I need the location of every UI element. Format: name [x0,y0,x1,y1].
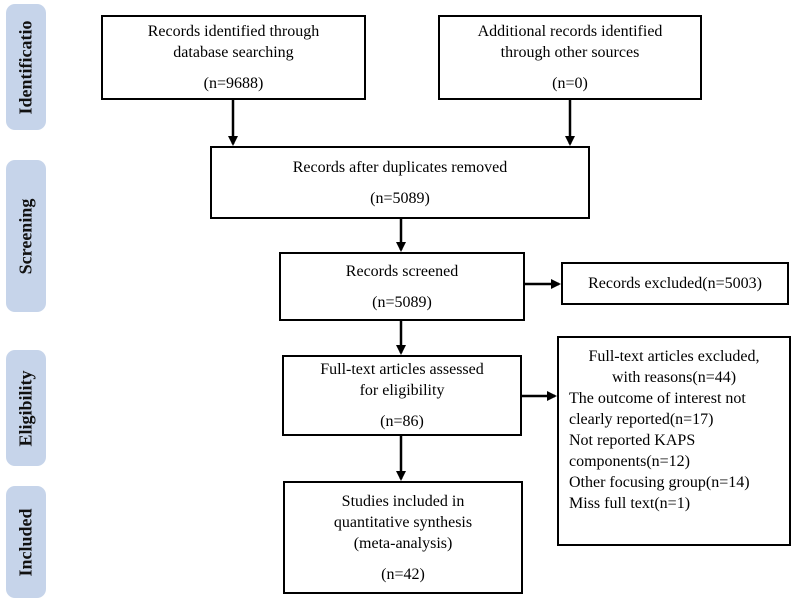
exclusion-reason-line: Other focusing group(n=14) [569,474,750,491]
phase-eligibility: Eligibility [6,350,46,466]
box-studies-included-line3: (meta-analysis) [353,534,453,552]
box-database-search-line1: Records identified through [147,23,320,40]
box-fulltext-assessed-line1: Full-text articles assessed [320,361,484,378]
box-fulltext-excluded-head2: with reasons(n=44) [611,369,737,386]
box-other-sources-line2: through other sources [500,44,640,61]
phase-included: Included [6,486,46,598]
box-studies-included: Studies included in quantitative synthes… [283,481,523,594]
box-duplicates-removed-count: (n=5089) [370,189,430,207]
box-duplicates-removed-line1: Records after duplicates removed [292,158,508,176]
box-records-excluded: Records excluded(n=5003) [561,262,789,305]
box-fulltext-excluded-head1: Full-text articles excluded, [588,348,760,365]
box-database-search-count: (n=9688) [203,75,264,92]
box-studies-included-line2: quantitative synthesis [333,513,473,531]
box-other-sources-line1: Additional records identified [477,23,663,40]
box-fulltext-assessed-line2: for eligibility [359,382,445,399]
exclusion-reason-line: The outcome of interest not [569,390,746,407]
box-studies-included-line1: Studies included in [341,492,465,510]
box-fulltext-assessed-count: (n=86) [380,413,424,430]
phase-identification: Identificatio [6,4,46,130]
exclusion-reason-line: Miss full text(n=1) [569,495,691,512]
box-studies-included-count: (n=42) [381,565,425,583]
box-fulltext-excluded: Full-text articles excluded, with reason… [557,336,791,546]
box-duplicates-removed: Records after duplicates removed (n=5089… [210,146,590,219]
box-records-screened-count: (n=5089) [372,293,432,311]
box-records-excluded-line1: Records excluded(n=5003) [588,275,762,292]
exclusion-reason-line: clearly reported(n=17) [569,411,714,428]
box-fulltext-assessed: Full-text articles assessed for eligibil… [282,355,522,436]
exclusion-reason-line: Not reported KAPS [569,432,696,449]
box-database-search-line2: database searching [173,44,294,61]
box-other-sources-count: (n=0) [552,75,588,92]
box-records-screened-line1: Records screened [345,262,459,280]
box-other-sources: Additional records identified through ot… [438,15,702,100]
box-records-screened: Records screened (n=5089) [279,252,525,321]
phase-screening: Screening [6,160,46,312]
box-database-search: Records identified through database sear… [101,15,366,100]
exclusion-reason-line: components(n=12) [569,453,690,470]
